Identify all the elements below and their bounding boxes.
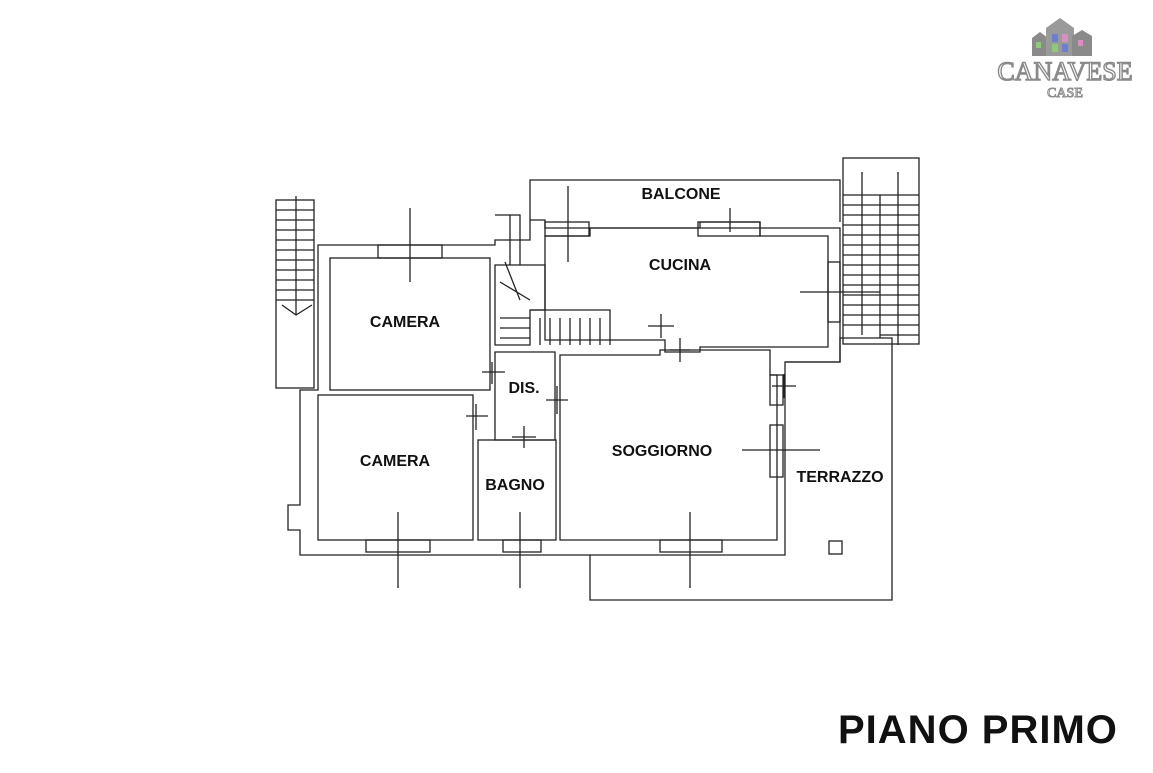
room-cucina-wall [544, 221, 829, 353]
label-balcone: BALCONE [641, 186, 721, 203]
balcone-outline [529, 179, 841, 222]
left-stair [275, 199, 315, 389]
right-stair [842, 157, 920, 345]
stair-outline [494, 264, 546, 346]
room-dis-wall [494, 351, 556, 441]
label-cucina: CUCINA [648, 257, 712, 274]
label-bagno: BAGNO [485, 477, 545, 494]
terrazzo-outline [589, 337, 893, 601]
logo-houses-icon: CANAVESE CASE [997, 18, 1133, 102]
outer-wall [287, 219, 841, 556]
label-camera-top: CAMERA [369, 314, 441, 331]
label-dis: DIS. [508, 380, 540, 397]
label-camera-bottom: CAMERA [359, 453, 431, 470]
label-terrazzo: TERRAZZO [796, 469, 884, 486]
brand-logo: CANAVESE CASE [990, 12, 1140, 102]
logo-sub: CASE [1047, 86, 1083, 101]
floor-title: PIANO PRIMO [838, 708, 1118, 752]
logo-brand: CANAVESE [997, 57, 1132, 86]
terrazzo-pillar [828, 540, 843, 555]
label-soggiorno: SOGGIORNO [611, 443, 713, 460]
